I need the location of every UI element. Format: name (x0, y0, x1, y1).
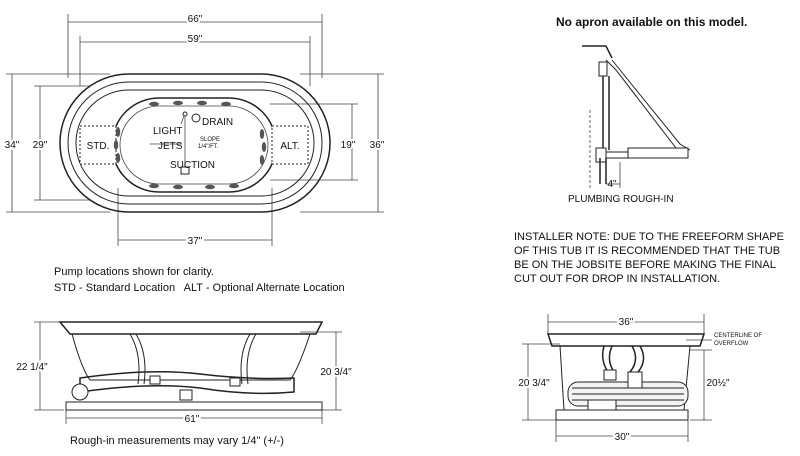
label-suction: SUCTION (170, 160, 215, 171)
suction-icon (180, 166, 190, 175)
dim-29: 29" (33, 140, 48, 151)
top-view: STD. ALT. (3, 12, 387, 249)
jet-icon (205, 184, 215, 190)
dim-4: 4" (607, 179, 617, 190)
jet-icon (149, 101, 159, 107)
jet-icon (197, 100, 207, 106)
pump-alt-box (271, 125, 309, 165)
overflow-label-2: OVERFLOW (714, 341, 749, 347)
jet-icon (115, 153, 121, 163)
dim-19: 19" (341, 140, 356, 151)
dim-20-3-4: 20 3/4" (320, 367, 352, 378)
jet-icon (259, 155, 265, 165)
rough-in-note: Rough-in measurements may vary 1/4" (+/-… (70, 435, 284, 447)
label-light: LIGHT (153, 126, 182, 137)
jet-icon (113, 140, 119, 150)
side-view: 22 1/4" 20 3/4" 61" Rough-in measurement… (14, 321, 354, 447)
pump-note: Pump locations shown for clarity. (54, 266, 214, 278)
installer-note-line: CUT OUT FOR DROP IN INSTALLATION. (514, 273, 720, 285)
dim-30: 30" (615, 432, 630, 443)
pump-icon (71, 383, 89, 401)
end-view: 36" 30" 20 3/4" 20½" CENTERLINE OF OVERF… (516, 314, 762, 445)
location-legend: STD - Standard Location ALT - Optional A… (54, 282, 345, 294)
jet-icon (221, 101, 231, 107)
drain-shoe (627, 147, 689, 159)
tub-basin (111, 97, 277, 193)
end-base (555, 409, 689, 421)
jet-icon (115, 127, 121, 137)
dim-61: 61" (185, 414, 200, 425)
label-alt: ALT. (280, 141, 299, 152)
plumbing-title: PLUMBING ROUGH-IN (568, 194, 674, 205)
dim-34: 34" (5, 140, 20, 151)
tub-floor (119, 105, 269, 185)
overflow-label-1: CENTERLINE OF (714, 333, 762, 339)
jet-icon (261, 142, 267, 152)
dim-37: 37" (188, 236, 203, 247)
installer-note-line: BE ON THE JOBSITE BEFORE MAKING THE FINA… (514, 259, 776, 271)
plumbing-rough-in: 4" PLUMBING ROUGH-IN (568, 45, 691, 205)
dim-59: 59" (188, 34, 203, 45)
no-apron-note: No apron available on this model. (556, 15, 747, 29)
label-jets: JETS (158, 141, 183, 152)
installer-note-line: INSTALLER NOTE: DUE TO THE FREEFORM SHAP… (514, 231, 784, 243)
jets-top-row (149, 100, 231, 107)
side-base (65, 401, 323, 411)
overflow-cover (582, 45, 613, 59)
jets-bottom-row (149, 183, 239, 190)
jet-icon (259, 129, 265, 139)
tub-outer-rim (59, 73, 331, 213)
tee-fitting (595, 147, 607, 163)
dim-36: 36" (370, 140, 385, 151)
side-rim (58, 321, 324, 335)
tub-rim-inner (67, 81, 323, 205)
side-plumbing-loop (79, 371, 295, 395)
label-drain: DRAIN (202, 117, 233, 128)
installer-note: INSTALLER NOTE: DUE TO THE FREEFORM SHAP… (514, 231, 784, 285)
dim-22-1-4: 22 1/4" (16, 362, 48, 373)
jet-icon (173, 100, 183, 106)
jet-icon (149, 183, 159, 189)
jets-left-end (113, 127, 121, 163)
end-rim (546, 333, 706, 347)
pump-std-box (79, 125, 117, 165)
tub-deck (75, 89, 315, 197)
dim-66: 66" (188, 14, 203, 25)
jet-icon (173, 184, 183, 190)
installer-note-line: OF THIS TUB IT IS RECOMMENDED THAT THE T… (514, 245, 780, 257)
jets-right-end (259, 129, 267, 165)
dim-36-end: 36" (619, 317, 634, 328)
drain-icon (191, 113, 201, 123)
label-slope: SLOPE (200, 137, 220, 143)
side-shell (71, 333, 311, 381)
label-std: STD. (87, 141, 110, 152)
dim-20-half: 20½" (706, 378, 729, 389)
dim-20-3-4-end: 20 3/4" (518, 378, 550, 389)
jet-icon (229, 183, 239, 189)
light-icon (182, 111, 188, 117)
label-slope-rate: 1/4"/FT. (198, 144, 219, 150)
